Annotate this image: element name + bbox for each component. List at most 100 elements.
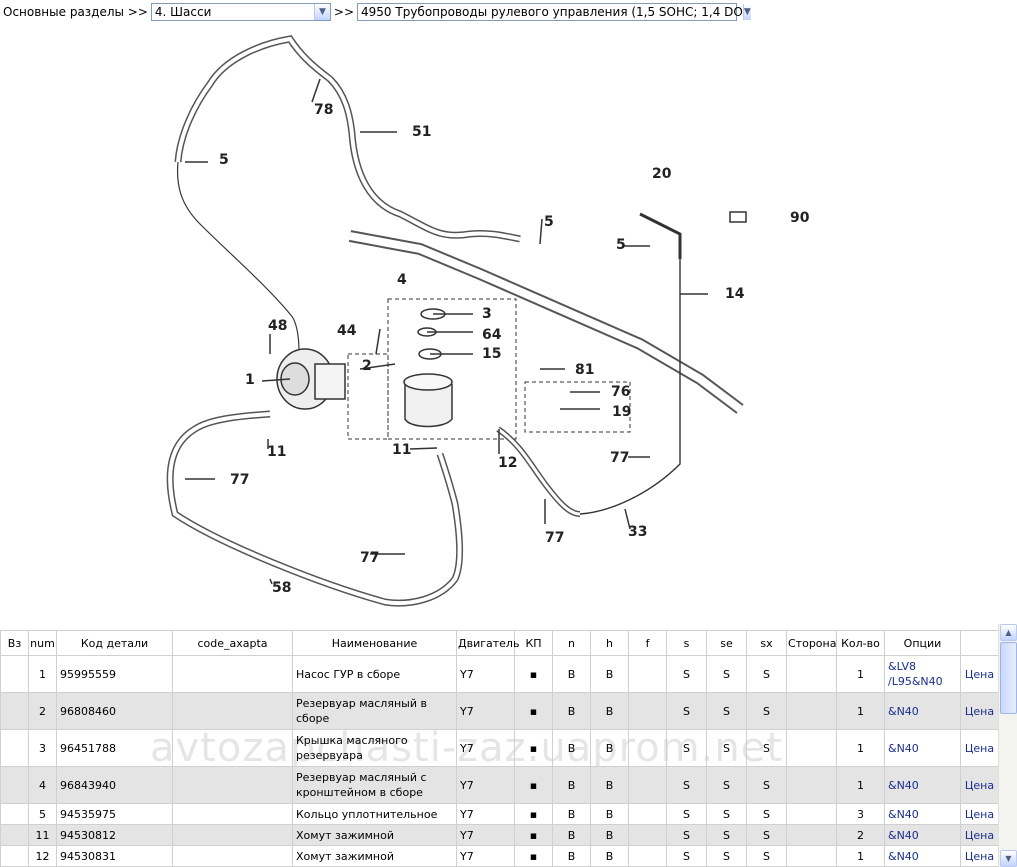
column-header[interactable]: Кол-во <box>836 630 885 656</box>
callout-label: 48 <box>268 318 287 334</box>
column-header[interactable]: f <box>628 630 667 656</box>
cell-options[interactable]: &LV8 /L95&N40 <box>884 655 961 693</box>
cell-axapta <box>172 845 293 867</box>
cell-side <box>786 803 837 825</box>
column-header[interactable]: h <box>590 630 629 656</box>
cell-side <box>786 655 837 693</box>
cell-price[interactable]: Цена <box>960 766 999 804</box>
cell-price[interactable]: Цена <box>960 729 999 767</box>
cell-side <box>786 845 837 867</box>
callout-label: 77 <box>360 550 379 566</box>
cell-sx: S <box>746 692 787 730</box>
callout-label: 4 <box>397 272 407 288</box>
callout-label: 11 <box>392 442 411 458</box>
column-header[interactable]: Сторона <box>786 630 837 656</box>
cell-n: B <box>552 824 591 846</box>
cell-f <box>628 824 667 846</box>
cell-options[interactable]: &N40 <box>884 824 961 846</box>
callout-label: 14 <box>725 286 745 302</box>
column-header[interactable]: code_axapta <box>172 630 293 656</box>
scroll-up-icon[interactable]: ▲ <box>1000 624 1017 641</box>
cell-sx: S <box>746 655 787 693</box>
cell-side <box>786 766 837 804</box>
cell-options[interactable]: &N40 <box>884 803 961 825</box>
cell-axapta <box>172 692 293 730</box>
cell-options[interactable]: &N40 <box>884 729 961 767</box>
cell-sx: S <box>746 729 787 767</box>
cell-price[interactable]: Цена <box>960 845 999 867</box>
cell-qty: 2 <box>836 824 885 846</box>
cell-engine: Y7 <box>456 692 515 730</box>
column-header[interactable]: se <box>706 630 747 656</box>
section-select[interactable]: 4. Шасси ▼ <box>150 3 331 21</box>
cell-options[interactable]: &N40 <box>884 766 961 804</box>
cell-axapta <box>172 824 293 846</box>
chevron-down-icon[interactable]: ▼ <box>742 4 751 20</box>
cell-kp: ▪ <box>514 803 553 825</box>
cell-code: 94530831 <box>56 845 173 867</box>
column-header[interactable]: Код детали <box>56 630 173 656</box>
cell-options[interactable]: &N40 <box>884 845 961 867</box>
cell-s: S <box>666 729 707 767</box>
chevron-down-icon[interactable]: ▼ <box>313 4 330 20</box>
cell-name: Резервуар масляный в сборе <box>292 692 457 730</box>
cell-axapta <box>172 729 293 767</box>
scroll-down-icon[interactable]: ▼ <box>1000 850 1017 867</box>
cell-qty: 1 <box>836 766 885 804</box>
callout-label: 78 <box>314 102 333 118</box>
cell-price[interactable]: Цена <box>960 692 999 730</box>
cell-qty: 1 <box>836 692 885 730</box>
column-header[interactable]: s <box>666 630 707 656</box>
cell-s: S <box>666 824 707 846</box>
cell-num: 5 <box>28 803 57 825</box>
column-header[interactable]: sx <box>746 630 787 656</box>
column-header[interactable]: n <box>552 630 591 656</box>
column-header[interactable]: КП <box>514 630 553 656</box>
cell-code: 94530812 <box>56 824 173 846</box>
column-header[interactable]: Вз <box>0 630 29 656</box>
cell-price[interactable]: Цена <box>960 803 999 825</box>
cell-se: S <box>706 729 747 767</box>
cell-name: Крышка масляного резервуара <box>292 729 457 767</box>
section-select-value: 4. Шасси <box>154 5 212 19</box>
callout-label: 12 <box>498 455 517 471</box>
cell-num: 1 <box>28 655 57 693</box>
column-header[interactable]: Опции <box>884 630 961 656</box>
cell-options[interactable]: &N40 <box>884 692 961 730</box>
cell-price[interactable]: Цена <box>960 655 999 693</box>
column-header[interactable]: Наименование <box>292 630 457 656</box>
cell-se: S <box>706 824 747 846</box>
cell-h: B <box>590 655 629 693</box>
cell-n: B <box>552 845 591 867</box>
cell-price[interactable]: Цена <box>960 824 999 846</box>
cell-kp: ▪ <box>514 845 553 867</box>
cell-n: B <box>552 692 591 730</box>
vertical-scrollbar[interactable]: ▲ ▼ <box>998 624 1017 867</box>
scroll-thumb[interactable] <box>1000 642 1017 714</box>
callout-label: 11 <box>267 444 286 460</box>
cell-h: B <box>590 766 629 804</box>
cell-side <box>786 692 837 730</box>
cell-engine: Y7 <box>456 766 515 804</box>
column-header[interactable] <box>960 630 999 656</box>
cell-s: S <box>666 766 707 804</box>
subsection-select[interactable]: 4950 Трубопроводы рулевого управления (1… <box>357 3 751 21</box>
cell-num: 11 <box>28 824 57 846</box>
nav-separator: >> <box>333 5 355 19</box>
nav-label: Основные разделы >> <box>3 5 148 19</box>
column-header[interactable]: Двигатель <box>456 630 519 656</box>
callout-label: 77 <box>545 530 564 546</box>
callout-label: 5 <box>544 214 554 230</box>
cell-sx: S <box>746 803 787 825</box>
cell-n: B <box>552 803 591 825</box>
column-header[interactable]: num <box>28 630 57 656</box>
